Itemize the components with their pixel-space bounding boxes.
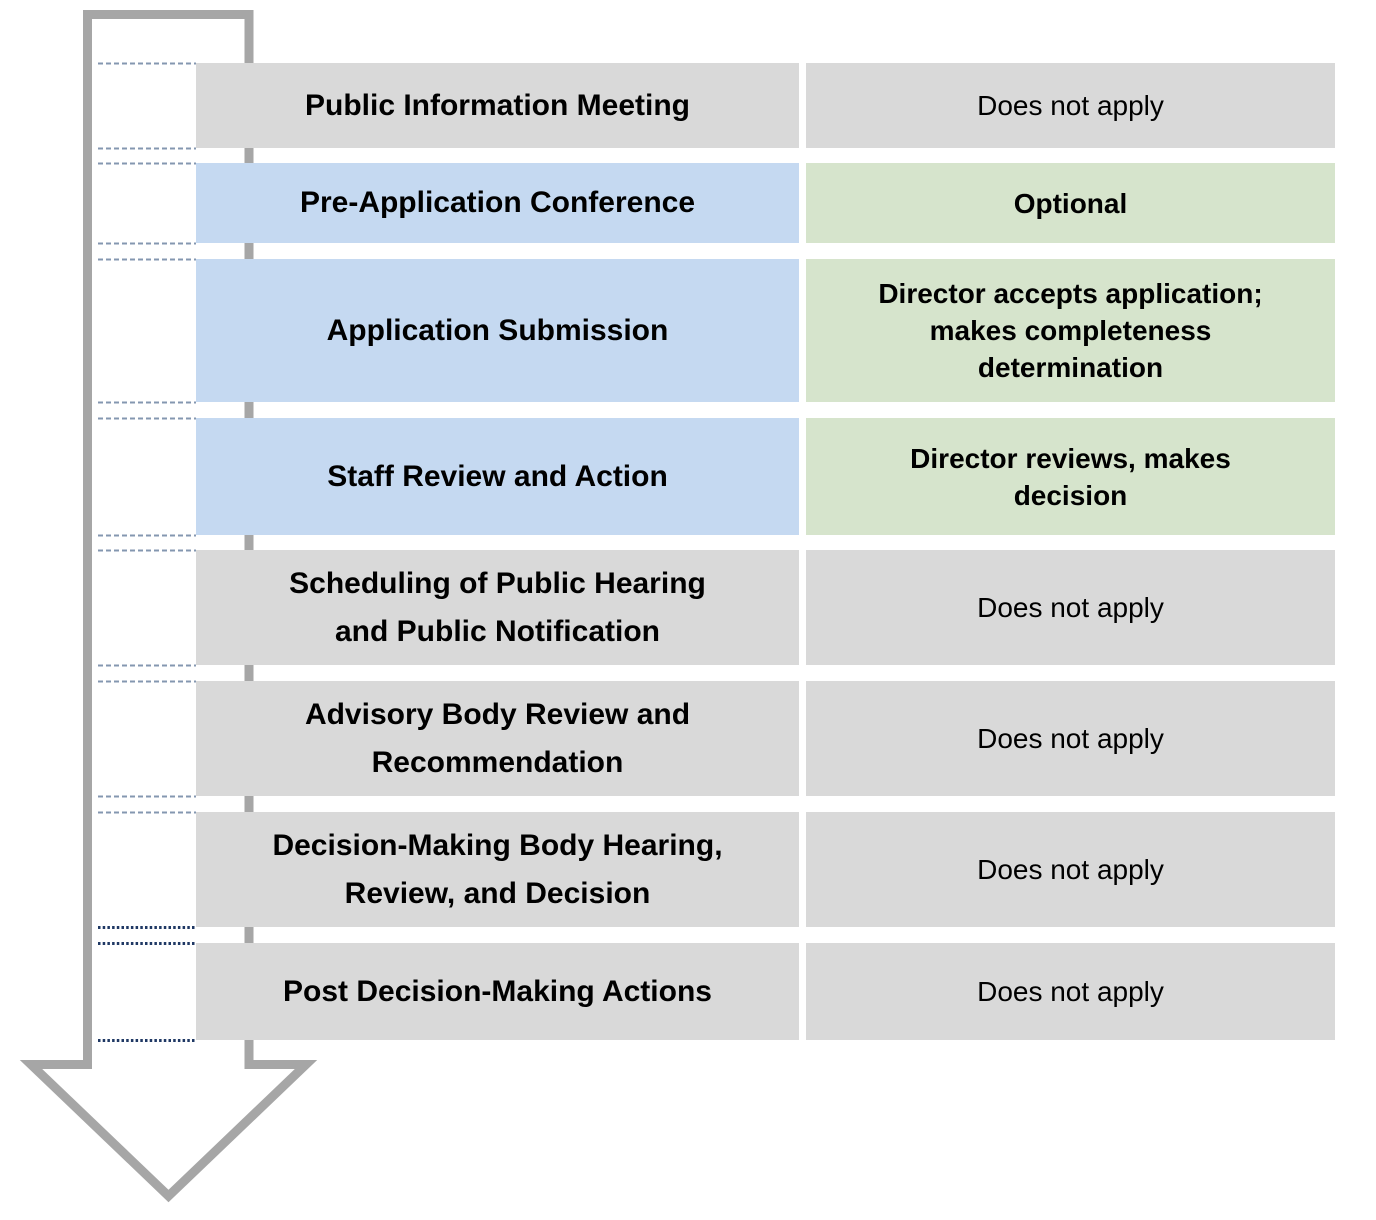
step-label: Decision-Making Body Hearing, Review, an…	[272, 828, 723, 910]
detail-box: Director accepts application; makes comp…	[806, 259, 1335, 402]
process-row: Scheduling of Public Hearing and Public …	[0, 550, 1376, 665]
step-label: Pre-Application Conference	[299, 186, 696, 219]
process-row: Public Information Meeting Does not appl…	[0, 63, 1376, 148]
process-row: Application Submission Director accepts …	[0, 259, 1376, 402]
step-label: Scheduling of Public Hearing and Public …	[289, 566, 706, 648]
detail-label: Does not apply	[977, 592, 1164, 623]
process-row: Advisory Body Review and Recommendation …	[0, 681, 1376, 796]
detail-box: Director reviews, makes decision	[806, 418, 1335, 535]
step-label: Public Information Meeting	[304, 88, 690, 122]
step-label: Advisory Body Review and Recommendation	[304, 697, 691, 779]
detail-label: Optional	[1013, 187, 1128, 219]
step-box: Staff Review and Action	[196, 418, 799, 535]
detail-box: Does not apply	[806, 681, 1335, 796]
step-box: Pre-Application Conference	[196, 163, 799, 243]
step-box: Scheduling of Public Hearing and Public …	[196, 550, 799, 665]
detail-label: Director accepts application; makes comp…	[878, 278, 1263, 383]
step-box: Application Submission	[196, 259, 799, 402]
detail-box: Does not apply	[806, 63, 1335, 148]
step-label: Application Submission	[326, 313, 669, 347]
process-row: Decision-Making Body Hearing, Review, an…	[0, 812, 1376, 927]
process-row: Pre-Application Conference Optional	[0, 163, 1376, 243]
step-box: Public Information Meeting	[196, 63, 799, 148]
step-box: Post Decision-Making Actions	[196, 943, 799, 1040]
detail-label: Does not apply	[977, 976, 1164, 1007]
step-label: Post Decision-Making Actions	[283, 974, 712, 1008]
detail-label: Does not apply	[977, 854, 1164, 885]
detail-label: Does not apply	[977, 90, 1164, 121]
step-label: Staff Review and Action	[327, 459, 668, 493]
detail-box: Does not apply	[806, 550, 1335, 665]
process-row: Post Decision-Making Actions Does not ap…	[0, 943, 1376, 1040]
step-box: Decision-Making Body Hearing, Review, an…	[196, 812, 799, 927]
process-row: Staff Review and Action Director reviews…	[0, 418, 1376, 535]
detail-box: Optional	[806, 163, 1335, 243]
detail-box: Does not apply	[806, 943, 1335, 1040]
step-box: Advisory Body Review and Recommendation	[196, 681, 799, 796]
detail-label: Director reviews, makes decision	[910, 442, 1231, 511]
detail-label: Does not apply	[977, 723, 1164, 754]
detail-box: Does not apply	[806, 812, 1335, 927]
